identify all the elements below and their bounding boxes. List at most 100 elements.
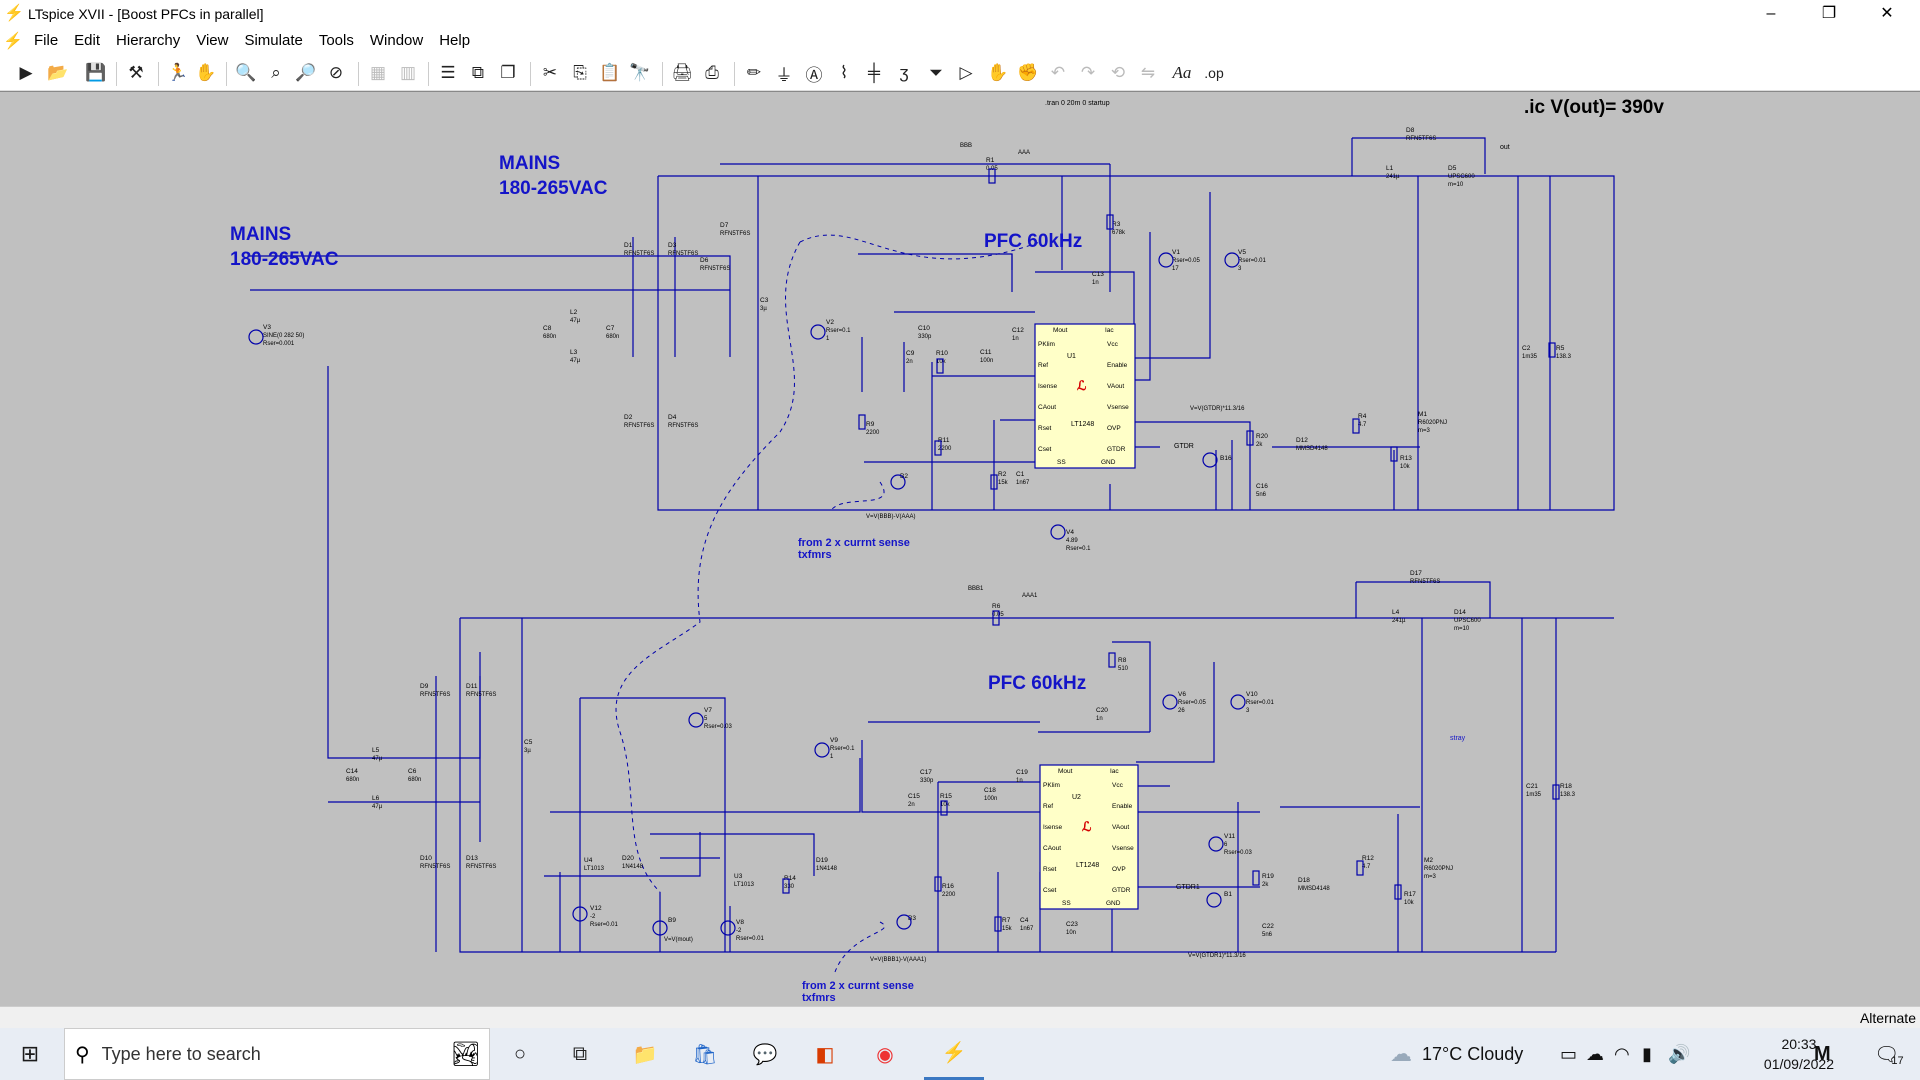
component-value-c4[interactable]: 1n67 [1020, 926, 1034, 932]
r16-resistor-symbol[interactable] [934, 876, 942, 892]
component-value-r7[interactable]: 15k [1002, 926, 1013, 932]
r3-resistor-symbol[interactable] [1106, 214, 1114, 230]
component-ref-l2[interactable]: L2 [570, 309, 578, 316]
schematic-drawing[interactable]: .tran 0 20m 0 startup.ic V(out)= 390vMAI… [0, 92, 1920, 1006]
component-ref-d19[interactable]: D19 [816, 857, 828, 864]
component-ref-c14[interactable]: C14 [346, 768, 358, 775]
v6-source-symbol[interactable] [1162, 694, 1178, 710]
component-ref-c20[interactable]: C20 [1096, 707, 1108, 714]
component-ref-r20[interactable]: R20 [1256, 433, 1268, 440]
run-icon[interactable]: ▶ [19, 63, 33, 82]
component-ref-d11[interactable]: D11 [466, 683, 478, 690]
component-ref-b1[interactable]: B1 [1224, 891, 1232, 898]
spice-directive-ic[interactable]: .ic V(out)= 390v [1524, 97, 1664, 118]
component-value2-v7[interactable]: Rser=0.03 [704, 724, 733, 730]
component-value-v5[interactable]: Rser=0.01 [1238, 258, 1267, 264]
component-ref-c23[interactable]: C23 [1066, 921, 1078, 928]
r14-resistor-symbol[interactable] [782, 878, 790, 894]
component-value2-v3[interactable]: Rser=0.001 [263, 341, 295, 347]
chrome-icon[interactable]: ◉ [876, 1043, 894, 1066]
component-ref-c4[interactable]: C4 [1020, 917, 1029, 924]
open-icon[interactable]: 📂 [47, 63, 69, 82]
component-value-m1[interactable]: R6020PNJ [1418, 420, 1447, 426]
onedrive-icon[interactable]: ☁ [1586, 1043, 1604, 1064]
component-value-c3[interactable]: 3µ [760, 306, 767, 312]
ground-icon[interactable]: ⏚ [775, 65, 793, 85]
weather-widget[interactable]: ☁ 17°C Cloudy [1390, 1028, 1523, 1080]
component-value-c14[interactable]: 680n [346, 777, 359, 783]
capacitor-icon[interactable]: ╪ [867, 63, 881, 82]
component-value2-d5[interactable]: m=10 [1448, 182, 1464, 188]
component-ref-v7[interactable]: V7 [704, 707, 712, 714]
task-view-icon[interactable]: ⧉ [572, 1042, 588, 1065]
copy-icon[interactable]: ⎘ [573, 63, 587, 82]
component-ref-b16[interactable]: B16 [1220, 455, 1232, 462]
r9-resistor-symbol[interactable] [858, 414, 866, 430]
tile-vertical-icon[interactable]: ▥ [399, 63, 417, 82]
component-value-r15[interactable]: 10k [940, 802, 951, 808]
component-value-c13[interactable]: 1n [1092, 280, 1099, 286]
component-ref-d3[interactable]: D3 [668, 242, 677, 249]
component-value-v4[interactable]: 4.89 [1066, 538, 1078, 544]
component-value-r12[interactable]: 4.7 [1362, 864, 1371, 870]
component-ref-r17[interactable]: R17 [1404, 891, 1416, 898]
spice-directive-tran[interactable]: .tran 0 20m 0 startup [1045, 100, 1110, 107]
menu-window[interactable]: Window [369, 32, 424, 49]
clock[interactable]: 20:33 01/09/2022 [1764, 1034, 1834, 1074]
b3-source-symbol[interactable] [896, 914, 912, 930]
print-icon[interactable]: 🖨 [671, 63, 693, 82]
component-value-d11[interactable]: RFN5TF6S [466, 692, 496, 698]
component-ref-r5[interactable]: R5 [1556, 345, 1565, 352]
component-value-c12[interactable]: 1n [1012, 336, 1019, 342]
menu-hierarchy[interactable]: Hierarchy [116, 32, 181, 49]
component-ref-b9[interactable]: B9 [668, 917, 676, 924]
component-value-r5[interactable]: 138.3 [1556, 354, 1572, 360]
file-explorer-icon[interactable]: 📁 [632, 1043, 658, 1066]
component-value-d7[interactable]: RFN5TF6S [720, 231, 750, 237]
component-ref-c9[interactable]: C9 [906, 350, 915, 357]
component-value-d6[interactable]: RFN5TF6S [700, 266, 730, 272]
component-value-c10[interactable]: 330p [918, 334, 932, 340]
component-value2-v4[interactable]: Rser=0.1 [1066, 546, 1091, 552]
component-value-c8[interactable]: 680n [543, 334, 556, 340]
component-value-c16[interactable]: 5n6 [1256, 492, 1267, 498]
component-ref-r8[interactable]: R8 [1118, 657, 1127, 664]
component-value2-v1[interactable]: 17 [1172, 266, 1179, 272]
component-icon[interactable]: ▷ [959, 63, 973, 82]
component-value-u3[interactable]: LT1013 [734, 882, 755, 888]
component-value-r4[interactable]: 4.7 [1358, 422, 1367, 428]
component-ref-d1[interactable]: D1 [624, 242, 633, 249]
component-value2-d14[interactable]: m=10 [1454, 626, 1470, 632]
menu-edit[interactable]: Edit [74, 32, 101, 49]
component-value-c6[interactable]: 680n [408, 777, 421, 783]
component-value-r20[interactable]: 2k [1256, 442, 1263, 448]
component-value-c11[interactable]: 100n [980, 358, 993, 364]
r8-resistor-symbol[interactable] [1108, 652, 1116, 668]
component-value2-v9[interactable]: 1 [830, 754, 834, 760]
component-value-c17[interactable]: 330p [920, 778, 934, 784]
component-value-l3[interactable]: 47µ [570, 358, 581, 364]
component-ref-v4[interactable]: V4 [1066, 529, 1074, 536]
zoom-out-icon[interactable]: 🔎 [295, 63, 317, 82]
component-ref-c8[interactable]: C8 [543, 325, 552, 332]
wifi-icon[interactable]: ◠ [1614, 1043, 1630, 1064]
minimize-button[interactable]: – [1766, 5, 1776, 22]
component-value-d13[interactable]: RFN5TF6S [466, 864, 496, 870]
component-ref-v5[interactable]: V5 [1238, 249, 1246, 256]
v9-source-symbol[interactable] [814, 742, 830, 758]
component-value-r11[interactable]: 2200 [938, 446, 952, 452]
component-ref-v11[interactable]: V11 [1224, 833, 1235, 840]
component-value-l6[interactable]: 47µ [372, 804, 383, 810]
component-ref-d12[interactable]: D12 [1296, 437, 1308, 444]
taskbar-search-box[interactable]: ⚲ Type here to search 🏞 [64, 1028, 490, 1080]
component-ref-d10[interactable]: D10 [420, 855, 432, 862]
component-value-v3[interactable]: SINE(0 282 50) [263, 333, 304, 339]
component-ref-u3[interactable]: U3 [734, 873, 743, 880]
component-value2-v8[interactable]: Rser=0.01 [736, 936, 765, 942]
menu-view[interactable]: View [196, 32, 229, 49]
component-ref-r15[interactable]: R15 [940, 793, 952, 800]
component-ref-l3[interactable]: L3 [570, 349, 578, 356]
component-ref-c22[interactable]: C22 [1262, 923, 1274, 930]
v2-source-symbol[interactable] [810, 324, 826, 340]
label-net-icon[interactable]: Ⓐ [805, 65, 823, 85]
